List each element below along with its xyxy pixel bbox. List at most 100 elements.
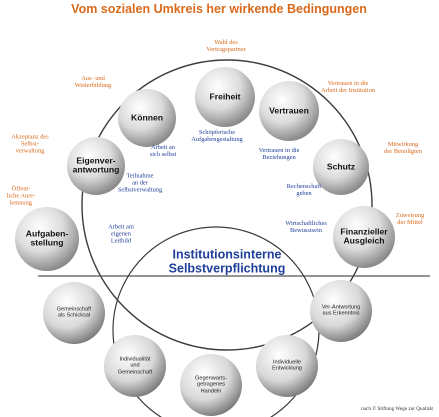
center-title-line: Institutionsinterne (172, 247, 282, 262)
inner-label-schoepferische-aufgabengestaltung: Schöpferische Aufgabengestaltung (191, 129, 242, 143)
outer-label-line: Selbst- (21, 140, 39, 148)
bottom-node-individualitaet-gemeinschaft: Individualität und Gemeinschaft (118, 356, 153, 375)
inner-label-line: Beziehungen (262, 154, 296, 161)
bottom-label-line: getragenes (197, 381, 225, 388)
node-label-line: Vertrauen (269, 105, 309, 116)
outer-label-line: Mitwirkung (387, 140, 419, 148)
inner-label-line: Selbstverwaltung (117, 186, 163, 194)
inner-label-line: sich selbst (149, 151, 177, 158)
bottom-node-individuelle-entwicklung: Individuelle Entwicklung (272, 360, 302, 373)
node-label-line: Schutz (326, 161, 356, 172)
inner-label-line: eigenen (111, 230, 131, 238)
outer-label-line: Weiterbildung (74, 82, 112, 89)
inner-label-wirtschaftliches-bewusstsein: Wirtschaftliches Bewusstsein (285, 220, 327, 234)
node-label-line: Freiheit (209, 91, 241, 102)
credit-note: nach © Stiftung Wege zur Qualität (361, 406, 433, 412)
bottom-label-line: Ver-Antwortung (321, 304, 361, 311)
node-schutz: Schutz (327, 162, 355, 171)
outer-label-zuweisung-mittel: Zuweisung der Mittel (396, 212, 424, 226)
outer-label-line: Vertrauen in die (327, 79, 369, 87)
outer-label-line: Akzeptanz des (11, 133, 49, 141)
center-title-line: Selbstverpflichtung (168, 262, 286, 276)
node-label-line: Finanzieller (340, 226, 388, 237)
bottom-node-individuelle-entwicklung-circle (256, 335, 318, 397)
outer-label-line: kennung (9, 199, 33, 207)
node-label-line: Ausgleich (343, 236, 385, 246)
outer-label-line: verwaltung (15, 147, 45, 155)
center-title: Institutionsinterne Selbstverpflichtung (169, 248, 286, 277)
bottom-label-line: Individualität (119, 356, 151, 363)
outer-label-oeffentliche-anerkennung: Öffent- liche Aner- kennung (7, 185, 35, 206)
inner-label-line: Arbeit am (108, 223, 134, 231)
outer-label-wahl-vertragspartner: Wahl des Vertragspartner (206, 39, 245, 53)
outer-label-line: Vertragspartner (206, 46, 246, 53)
inner-label-line: geben (296, 190, 312, 197)
node-eigenverantwortung: Eigenver- antwortung (72, 155, 120, 176)
inner-label-line: Aufgabengestaltung (191, 136, 243, 143)
bottom-node-individualitaet-circle (104, 335, 166, 397)
node-finanzieller-ausgleich: Finanzieller Ausgleich (340, 226, 388, 247)
node-schutz-circle (313, 139, 369, 195)
bottom-node-ver-antwortung-erkenntnis: Ver-Antwortung aus Erkenntnis (322, 305, 361, 318)
outer-label-vertrauen-institution: Vertrauen in die Arbeit der Institution (321, 80, 375, 94)
bottom-label-line: Handeln (200, 388, 222, 395)
node-freiheit-circle (195, 67, 255, 127)
node-aufgabenstellung: Aufgaben- stellung (25, 228, 69, 249)
node-label-line: antwortung (72, 165, 120, 175)
node-label-line: Können (131, 112, 163, 123)
bottom-node-gegenwarts-circle (180, 354, 242, 416)
node-finanzieller-ausgleich-circle (333, 206, 395, 268)
node-vertrauen-circle (259, 81, 319, 141)
inner-label-arbeit-an-sich-selbst: Arbeit an sich selbst (150, 144, 176, 158)
inner-label-line: Schöpferische (198, 128, 236, 136)
inner-label-line: an der (132, 179, 148, 187)
node-label-line: stellung (30, 238, 64, 248)
inner-label-line: Rechenschaft (286, 182, 322, 190)
inner-label-line: Bewusstsein (290, 227, 322, 234)
bottom-node-ver-antwortung-circle (310, 280, 372, 342)
node-koennen: Können (131, 113, 163, 122)
diagram-title: Vom sozialen Umkreis her wirkende Beding… (71, 2, 367, 16)
node-label-line: Aufgaben- (25, 228, 69, 239)
outer-label-line: Zuweisung (395, 211, 425, 219)
node-freiheit: Freiheit (209, 92, 240, 101)
outer-label-mitwirkung: Mitwirkung der Beteiligten (384, 141, 422, 155)
node-label-line: Eigenver- (76, 155, 116, 166)
inner-label-line: Wirtschaftliches (285, 219, 327, 227)
outer-label-line: der Beteiligten (384, 148, 422, 155)
bottom-node-gemeinschaft-circle (43, 282, 105, 344)
outer-label-line: der Mittel (397, 219, 423, 226)
outer-label-aus-weiterbildung: Aus- und Weiterbildung (75, 75, 111, 89)
inner-label-line: Vertrauen in die (258, 146, 300, 154)
inner-label-line: Arbeit an (151, 143, 175, 151)
inner-label-vertrauen-beziehungen: Vertrauen in die Beziehungen (259, 147, 300, 161)
outer-label-line: liche Aner- (6, 192, 36, 200)
bottom-label-line: Gemeinschaft (56, 306, 92, 313)
inner-label-teilnahme-selbstverwaltung: Teilnahme an der Selbstverwaltung (118, 172, 162, 193)
inner-label-rechenschaft-geben: Rechenschaft geben (287, 183, 321, 197)
bottom-label-line: Individuelle (272, 359, 301, 366)
bottom-node-gemeinschaft-als-schicksal: Gemeinschaft als Schicksal (57, 307, 92, 320)
inner-label-line: Teilnahme (126, 172, 154, 180)
bottom-node-gegenwarts-getragenes-handeln: Gegenwarts- getragenes Handeln (195, 375, 227, 394)
node-vertrauen: Vertrauen (269, 106, 309, 115)
outer-label-line: Wahl des (214, 38, 238, 46)
bottom-label-line: Gegenwarts- (194, 375, 228, 382)
outer-label-akzeptanz-selbstverwaltung: Akzeptanz des Selbst- verwaltung (11, 133, 48, 154)
top-ring (81, 59, 373, 351)
bottom-label-line: Gemeinschaft (117, 369, 153, 376)
node-aufgabenstellung-circle (15, 207, 79, 271)
outer-label-line: Öffent- (11, 185, 31, 193)
outer-label-line: Arbeit der Institution (321, 87, 375, 94)
bottom-label-line: als Schicksal (57, 313, 91, 319)
node-eigenverantwortung-circle (67, 137, 125, 195)
outer-label-line: Aus- und (81, 74, 105, 82)
bottom-label-line: aus Erkenntnis (322, 311, 360, 317)
bottom-label-line: Entwicklung (272, 366, 302, 372)
bottom-label-line: und (130, 362, 140, 369)
inner-label-line: Leitbild (110, 237, 132, 245)
inner-label-arbeit-eigenen-leitbild: Arbeit am eigenen Leitbild (108, 223, 134, 244)
node-koennen-circle (118, 89, 176, 147)
